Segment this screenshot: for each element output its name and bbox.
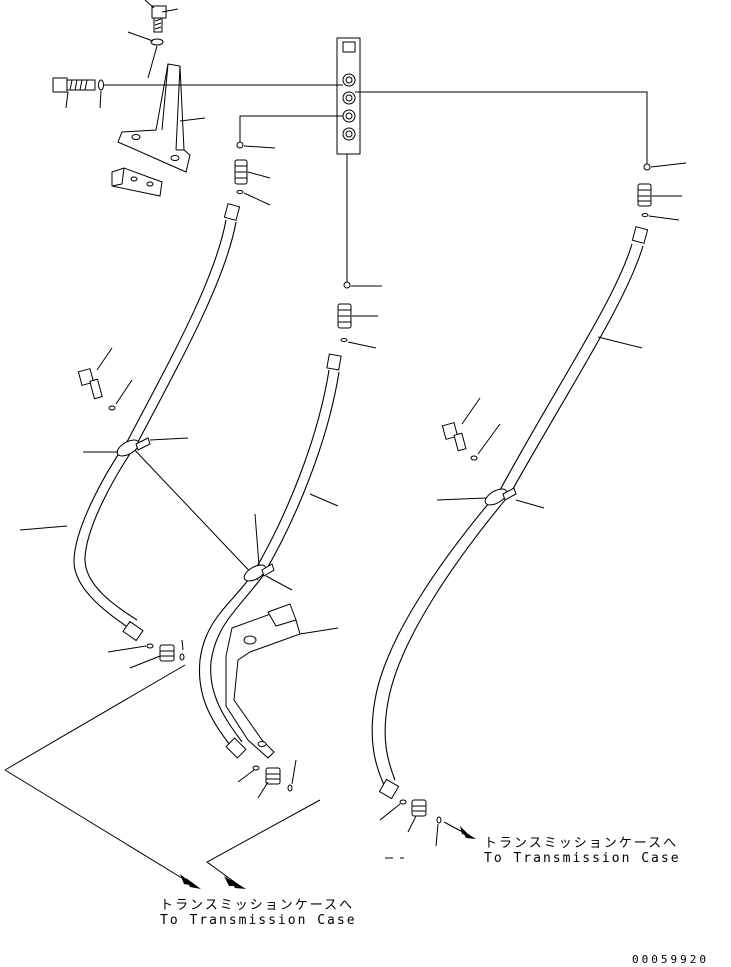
label-to-transmission-case-bottom: トランスミッションケースへ To Transmission Case <box>160 898 357 928</box>
hose-center <box>198 353 342 759</box>
clamp-center <box>243 513 293 591</box>
bolt-left <box>52 77 104 109</box>
fitting-chain-right <box>637 162 687 221</box>
arrow-right-to-case <box>443 821 476 839</box>
label-bottom-japanese: トランスミッションケースへ <box>160 898 355 913</box>
fitting-right-end <box>379 799 442 859</box>
spacer-block <box>111 167 163 197</box>
bolt-clamp-left <box>77 347 133 411</box>
hose-right <box>371 226 649 800</box>
connection-guide-lines <box>4 84 648 887</box>
arrow-center-to-case <box>224 876 246 889</box>
fitting-center-end <box>237 759 297 799</box>
arrow-left-to-case <box>180 874 201 889</box>
manifold-block <box>336 37 361 155</box>
bolt-top <box>144 0 179 33</box>
label-right-english: To Transmission Case <box>484 851 681 866</box>
label-right-japanese: トランスミッションケースへ <box>484 836 679 851</box>
mounting-bracket <box>117 63 206 173</box>
hose-left <box>19 203 241 642</box>
clamp-left <box>83 437 189 457</box>
clamp-right <box>436 487 545 509</box>
label-to-transmission-case-right: トランスミッションケースへ To Transmission Case <box>484 836 681 866</box>
label-bottom-english: To Transmission Case <box>160 913 357 928</box>
drawing-code: 00059920 <box>632 953 709 966</box>
washer-top <box>127 31 164 79</box>
bracket-lower <box>225 603 339 759</box>
fitting-left-end <box>107 639 185 669</box>
bolt-clamp-right <box>441 397 501 461</box>
fitting-chain-upper <box>234 141 276 206</box>
fitting-chain-center <box>337 281 382 349</box>
